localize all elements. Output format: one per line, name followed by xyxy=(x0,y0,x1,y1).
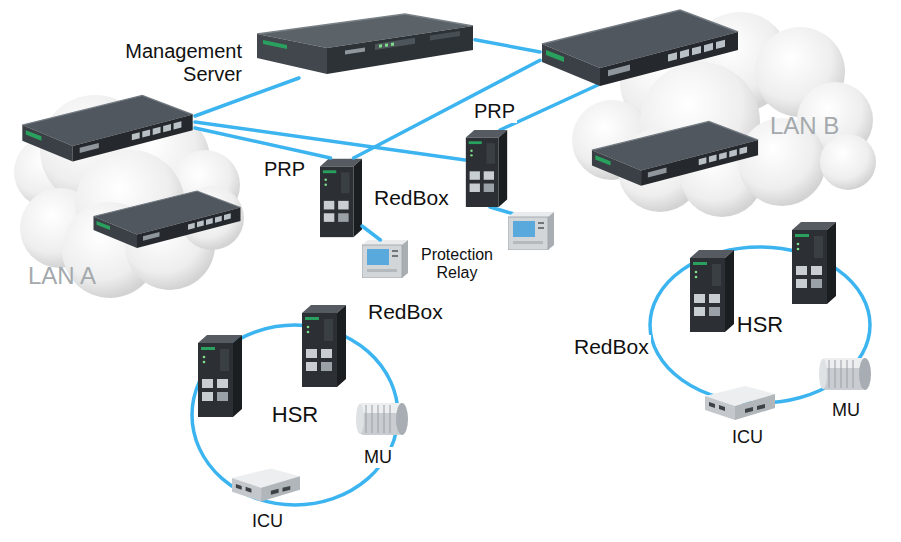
redbox-device xyxy=(792,222,836,304)
device-label: ICU xyxy=(250,511,285,532)
device-label: RedBox xyxy=(372,186,451,210)
redbox-node: RedBox xyxy=(302,305,346,387)
mu-device xyxy=(819,358,871,390)
ring-label: HSR xyxy=(272,402,318,427)
redbox-device xyxy=(466,130,507,207)
device-label: MU xyxy=(362,447,394,468)
redbox-device xyxy=(690,250,734,332)
switch-device xyxy=(592,121,758,185)
network-link xyxy=(354,60,540,158)
lan-node: LAN B xyxy=(540,6,740,98)
icu-device xyxy=(705,386,775,420)
redbox-device xyxy=(302,305,346,387)
icu-device xyxy=(232,468,300,501)
device-label: LAN A xyxy=(28,262,96,290)
server-node: Management Server xyxy=(255,12,475,78)
mu-node: MU xyxy=(815,350,873,396)
network-link xyxy=(362,226,380,240)
cloud-puff xyxy=(820,134,876,190)
ring-label: HSR xyxy=(737,312,783,337)
switch-device xyxy=(94,191,241,248)
device-label: RedBox xyxy=(366,300,445,324)
redbox-node: RedBox xyxy=(690,250,734,332)
link-label: PRP xyxy=(472,100,517,123)
device-label: Protection Relay xyxy=(410,246,504,283)
relay-device xyxy=(362,240,408,278)
device-label: LAN B xyxy=(770,112,839,140)
redbox-node: RedBox xyxy=(320,158,362,238)
network-link xyxy=(195,128,331,158)
device-label: Management Server xyxy=(100,40,244,86)
network-link xyxy=(475,40,540,52)
lan-node: LAN A xyxy=(20,92,195,172)
redbox-device xyxy=(198,335,242,417)
prp-wires xyxy=(195,84,600,214)
device-label: MU xyxy=(830,400,862,421)
link-label: PRP xyxy=(262,158,307,181)
mu-node: MU xyxy=(352,395,410,441)
icu-node: ICU xyxy=(705,378,775,422)
switch-device xyxy=(542,10,738,86)
mu-device xyxy=(356,403,408,435)
icu-node: ICU xyxy=(232,460,300,504)
relay-device xyxy=(508,212,554,250)
relay-node: Protection Relay xyxy=(362,240,408,278)
prp-wire xyxy=(195,122,465,160)
hsr-ring-line xyxy=(650,247,870,403)
device-label: RedBox xyxy=(572,335,651,359)
hsr-ring-line xyxy=(192,325,398,505)
server-device xyxy=(257,14,473,74)
device-label: ICU xyxy=(730,427,765,448)
relay-wire xyxy=(490,207,514,214)
switch-device xyxy=(22,95,192,161)
redbox-device xyxy=(320,159,362,237)
